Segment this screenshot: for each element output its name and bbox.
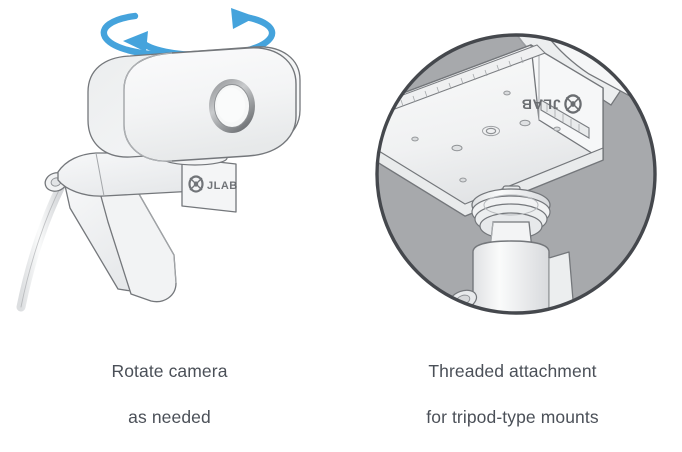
callout-circle-border [375,33,657,315]
webcam-on-clip-stand-illustration: JLAB [16,8,301,312]
caption-rotate-camera: Rotate camera as needed [0,337,340,452]
usb-cable [16,181,66,312]
threaded-attachment-illustration: JLAB [375,33,657,315]
caption-line-1: Threaded attachment [428,361,597,381]
jlab-brand-tab: JLAB [181,157,238,213]
panel-rotate-camera: JLAB Ro [0,0,341,427]
jlab-logo: JLAB [521,94,582,114]
caption-line-1: Rotate camera [111,361,228,381]
svg-text:JLAB: JLAB [207,180,238,192]
svg-text:JLAB: JLAB [521,95,561,111]
panel-threaded-attachment: JLAB [341,0,682,427]
jlab-logo: JLAB [188,175,238,193]
caption-threaded-attachment: Threaded attachment for tripod-type moun… [342,337,682,452]
caption-line-2: as needed [128,407,211,427]
camera-lens [209,79,255,133]
caption-line-2: for tripod-type mounts [426,407,599,427]
illustration-page: JLAB Ro [0,0,682,427]
